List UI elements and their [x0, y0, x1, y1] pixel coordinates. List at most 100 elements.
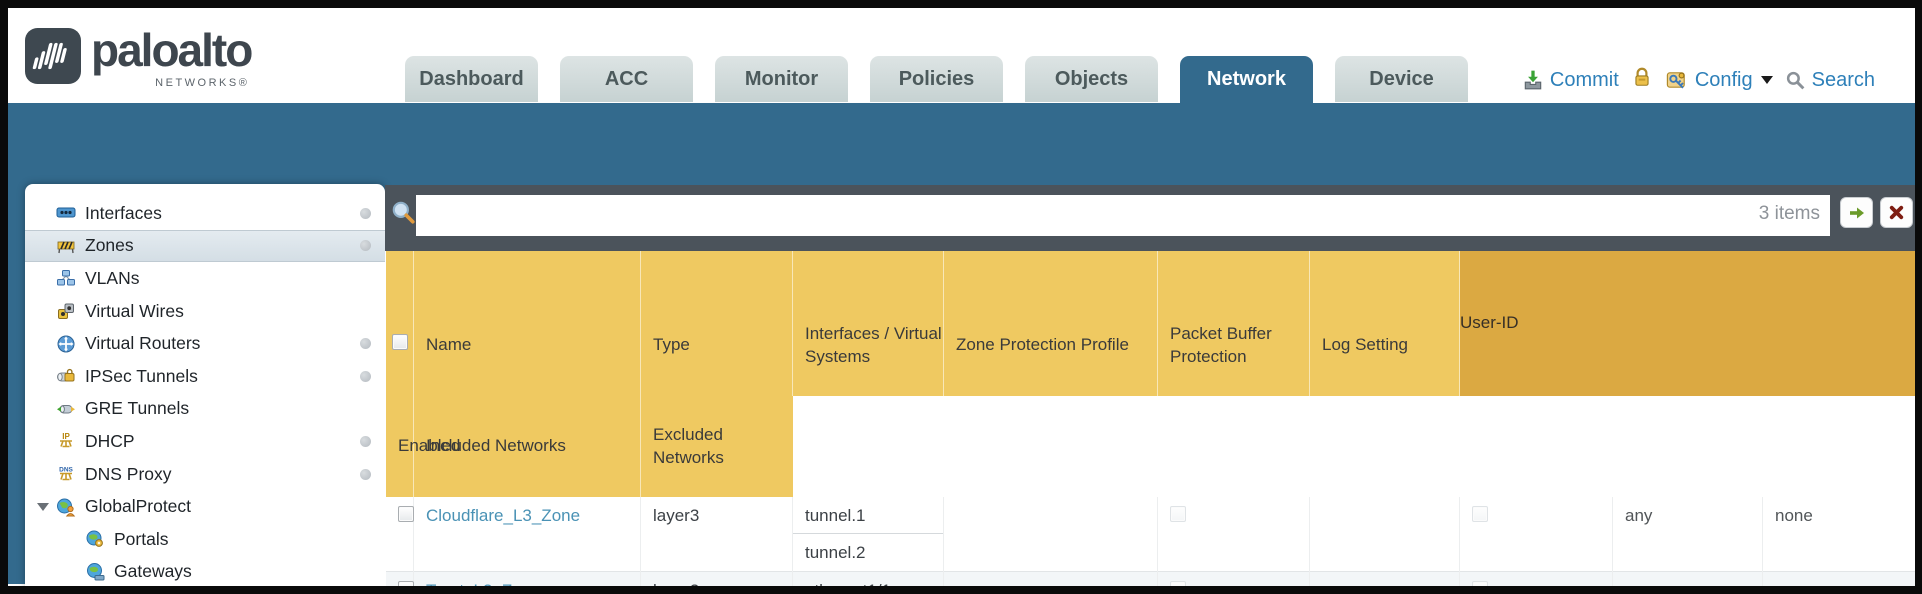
sidebar-item-label: DHCP [85, 430, 135, 451]
clear-filter-button[interactable] [1880, 197, 1913, 228]
column-header-enabled[interactable]: Enabled [385, 396, 460, 497]
status-dot [360, 370, 371, 382]
sidebar-item-virtual-wires[interactable]: Virtual Wires [25, 295, 385, 328]
excluded-networks-cell: none [1762, 571, 1915, 586]
column-header-excluded-networks[interactable]: Excluded Networks [640, 396, 793, 497]
packet-buffer-protection-cell [1157, 497, 1310, 572]
search-label: Search [1811, 68, 1875, 91]
sidebar-item-gateways[interactable]: Gateways [25, 556, 385, 586]
sidebar-item-portals[interactable]: Portals [25, 523, 385, 556]
tab-policies[interactable]: Policies [870, 56, 1003, 102]
column-header-packet-buffer-protection[interactable]: Packet Buffer Protection [1157, 251, 1310, 396]
sidebar-item-label: DNS Proxy [85, 463, 172, 484]
svg-text:DNS: DNS [59, 467, 73, 474]
zone-protection-profile-cell [943, 571, 1158, 586]
column-header-name[interactable]: Name [413, 251, 641, 396]
column-header-interfaces[interactable]: Interfaces / Virtual Systems [792, 251, 944, 396]
interfaces-icon [56, 207, 76, 218]
sidebar-item-label: GRE Tunnels [85, 398, 190, 419]
tab-acc[interactable]: ACC [560, 56, 693, 102]
sidebar-item-label: Virtual Routers [85, 333, 201, 354]
user-id-enabled-checkbox [1472, 506, 1488, 522]
excluded-networks-cell: none [1762, 497, 1915, 572]
filter-bar: 3 items [385, 185, 1915, 251]
sidebar-item-label: IPSec Tunnels [85, 365, 198, 386]
zone-protection-profile-cell [943, 497, 1158, 572]
packet-buffer-checkbox [1170, 506, 1186, 522]
packet-buffer-protection-cell [1157, 571, 1310, 586]
zone-interfaces-cell[interactable]: ethernet1/1 [792, 571, 944, 586]
tab-objects[interactable]: Objects [1025, 56, 1158, 102]
tab-dashboard[interactable]: Dashboard [405, 56, 538, 102]
commit-label: Commit [1549, 68, 1619, 91]
column-header-type[interactable]: Type [640, 251, 793, 396]
tab-monitor[interactable]: Monitor [715, 56, 848, 102]
status-dot [360, 207, 371, 219]
filter-search-icon [392, 201, 415, 224]
interface-entry[interactable]: tunnel.2 [805, 543, 866, 562]
zone-name-link[interactable]: Trust_L3_Zone [426, 581, 541, 586]
paloalto-logo: paloalto NETWORKS® [25, 24, 253, 89]
packet-buffer-checkbox [1170, 581, 1186, 586]
sidebar-item-dns-proxy[interactable]: DNS DNS Proxy [25, 458, 385, 491]
config-keys-icon [1666, 72, 1685, 89]
config-menu[interactable]: Config [1665, 68, 1773, 92]
virtual-wires-icon [58, 303, 74, 320]
select-all-checkbox[interactable] [391, 334, 408, 351]
status-dot [360, 338, 371, 350]
user-id-enabled-cell [1459, 571, 1613, 586]
table-row: Trust_L3_Zone layer3 ethernet1/1 any non… [385, 571, 1915, 586]
commit-icon [1524, 70, 1542, 90]
sidebar-item-gre-tunnels[interactable]: GRE Tunnels [25, 393, 385, 426]
sidebar-item-interfaces[interactable]: Interfaces [25, 197, 385, 230]
sidebar-item-label: Portals [114, 528, 169, 549]
user-id-enabled-checkbox [1472, 581, 1488, 586]
red-x-icon [1889, 205, 1904, 220]
tab-network[interactable]: Network [1180, 56, 1313, 103]
select-all-cell [385, 251, 414, 396]
column-header-zone-protection-profile[interactable]: Zone Protection Profile [943, 251, 1158, 396]
network-sidebar: Interfaces Zones VLANs Virtual Wires [25, 184, 385, 586]
log-setting-cell [1309, 497, 1460, 572]
gre-tunnels-icon [57, 404, 75, 414]
table-row: Cloudflare_L3_Zone layer3 tunnel.1 tunne… [385, 497, 1915, 572]
zones-table-wrap: Name Type Interfaces / Virtual Systems Z… [385, 251, 1915, 586]
zone-name-link[interactable]: Cloudflare_L3_Zone [426, 506, 581, 525]
green-arrow-icon [1849, 207, 1864, 218]
sidebar-item-vlans[interactable]: VLANs [25, 262, 385, 295]
brand-name: paloalto [91, 24, 253, 76]
interface-entry[interactable]: tunnel.1 [793, 497, 943, 534]
filter-input[interactable] [416, 195, 1830, 236]
top-bar: paloalto NETWORKS® Dashboard ACC Monitor… [8, 8, 1915, 103]
log-setting-cell [1309, 571, 1460, 586]
tab-device[interactable]: Device [1335, 56, 1468, 102]
portals-icon [86, 530, 103, 548]
commit-button[interactable]: Commit [1522, 69, 1619, 92]
chevron-down-icon [1760, 76, 1773, 84]
status-dot [360, 240, 371, 252]
vlans-icon [57, 270, 75, 286]
user-id-enabled-cell [1459, 497, 1613, 572]
expander-triangle-icon[interactable] [37, 502, 49, 511]
row-checkbox[interactable] [397, 581, 414, 586]
sidebar-item-label: GlobalProtect [85, 496, 192, 517]
search-icon [1786, 71, 1805, 89]
column-header-log-setting[interactable]: Log Setting [1309, 251, 1460, 396]
dns-proxy-icon: DNS [59, 467, 74, 481]
globalprotect-icon [57, 498, 76, 517]
lock-icon[interactable] [1631, 66, 1653, 94]
main-nav-tabs: Dashboard ACC Monitor Policies Objects N… [405, 56, 1468, 103]
column-header-included-networks[interactable]: Included Networks [413, 396, 641, 497]
search-button[interactable]: Search [1785, 69, 1875, 92]
sidebar-item-virtual-routers[interactable]: Virtual Routers [25, 327, 385, 360]
sidebar-item-zones[interactable]: Zones [25, 229, 385, 263]
sidebar-item-dhcp[interactable]: IP DHCP [25, 425, 385, 458]
sidebar-item-ipsec-tunnels[interactable]: IPSec Tunnels [25, 360, 385, 393]
sidebar-item-globalprotect[interactable]: GlobalProtect [25, 490, 385, 523]
svg-text:IP: IP [62, 432, 70, 441]
apply-filter-button[interactable] [1840, 197, 1873, 228]
row-checkbox[interactable] [397, 506, 414, 522]
zone-type-cell: layer3 [640, 571, 793, 586]
config-label: Config [1694, 68, 1753, 91]
brand-subtitle: NETWORKS® [155, 77, 250, 89]
